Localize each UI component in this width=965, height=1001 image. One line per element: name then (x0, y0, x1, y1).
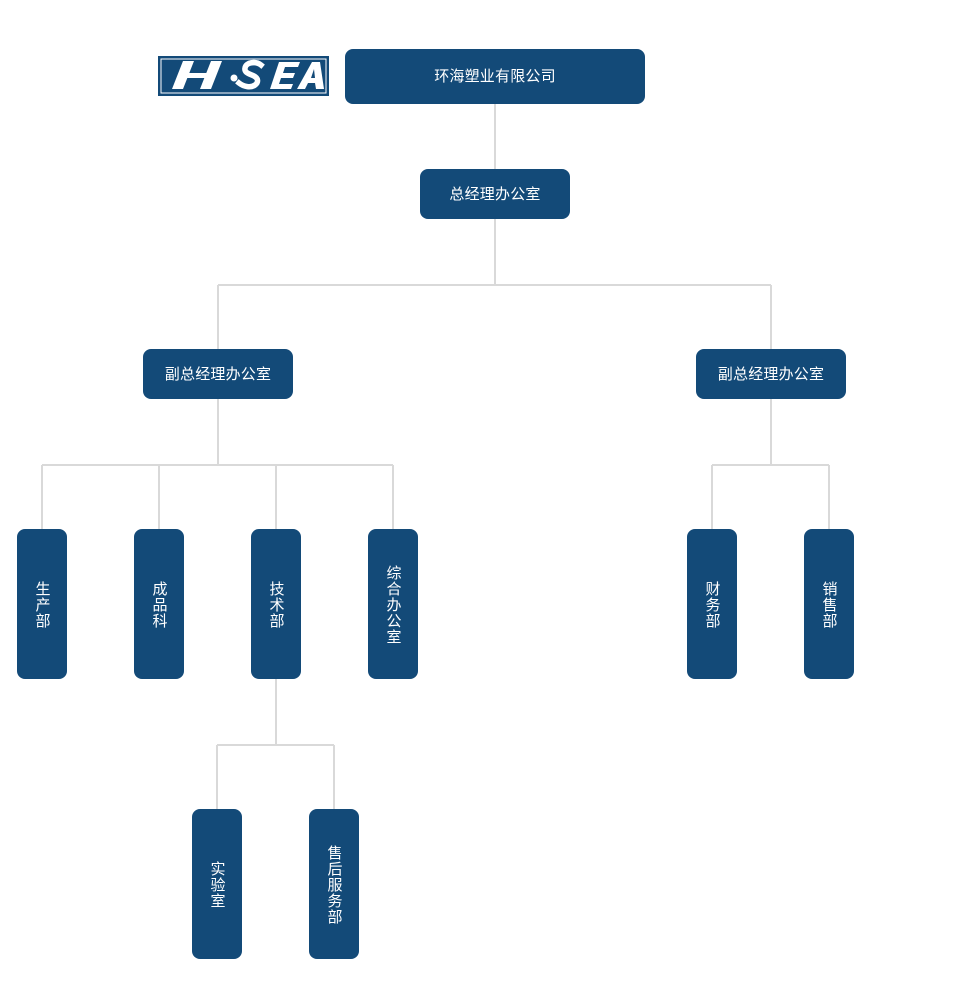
dept-finance-node: 财务部 (687, 529, 737, 679)
laboratory-node: 实验室 (192, 809, 242, 959)
logo-h-crossbar (179, 73, 212, 78)
logo-a (297, 62, 324, 89)
company-node: 环海塑业有限公司 (345, 49, 645, 104)
company-label: 环海塑业有限公司 (434, 67, 556, 86)
dept-general-office-label: 综合办公室 (384, 565, 403, 645)
deputy-office-right-node: 副总经理办公室 (696, 349, 846, 399)
connector-right-deputy-bus (711, 399, 830, 529)
dept-finished-products-label: 成品科 (150, 581, 169, 629)
connector-tech-bus (216, 679, 335, 809)
dept-technology-node: 技术部 (251, 529, 301, 679)
dept-general-office-node: 综合办公室 (368, 529, 418, 679)
dept-finance-label: 财务部 (703, 581, 722, 629)
after-sales-service-label: 售后服务部 (325, 845, 344, 925)
logo-dot (230, 74, 238, 82)
logo-e (270, 62, 300, 89)
dept-sales-label: 销售部 (820, 581, 839, 629)
gm-office-label: 总经理办公室 (449, 184, 541, 203)
dept-finished-products-node: 成品科 (134, 529, 184, 679)
logo-inner-border (160, 58, 327, 94)
connector-gm-to-deputy-bus (217, 219, 772, 349)
deputy-office-left-node: 副总经理办公室 (143, 349, 293, 399)
connector-left-deputy-bus (41, 399, 394, 529)
logo-h-right-stem (200, 61, 222, 89)
deputy-office-left-label: 副总经理办公室 (164, 364, 272, 383)
dept-production-node: 生产部 (17, 529, 67, 679)
h-sea-logo (158, 56, 329, 96)
gm-office-node: 总经理办公室 (420, 169, 570, 219)
laboratory-label: 实验室 (208, 861, 227, 909)
dept-sales-node: 销售部 (804, 529, 854, 679)
logo-s (235, 59, 265, 90)
deputy-office-right-label: 副总经理办公室 (717, 364, 825, 383)
dept-technology-label: 技术部 (267, 581, 286, 629)
after-sales-service-node: 售后服务部 (309, 809, 359, 959)
dept-production-label: 生产部 (33, 581, 52, 629)
